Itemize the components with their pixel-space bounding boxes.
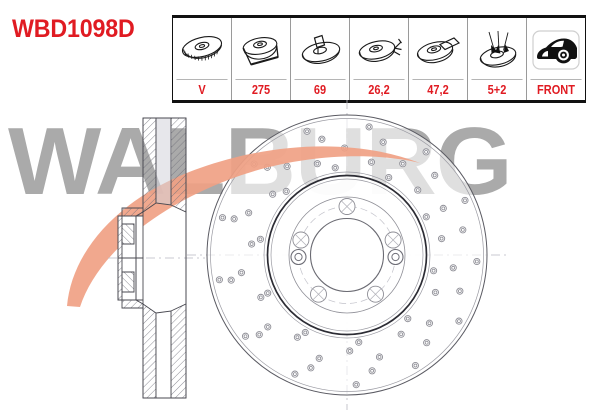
vented-disc-icon [173, 18, 231, 79]
spec-value: 26,2 [353, 79, 405, 100]
disc-height-icon [291, 18, 349, 79]
spec-value: 47,2 [412, 79, 464, 100]
friction-ring-inner [263, 171, 431, 339]
spec-cell-number-of-holes: 5+2 [468, 18, 527, 100]
spec-cell-centre-bore: 47,2 [409, 18, 468, 100]
spec-cell-outer-diameter: 275 [232, 18, 291, 100]
spec-cell-disc-type: V [173, 18, 232, 100]
spec-value: 5+2 [471, 79, 523, 100]
car-front-axle-icon [527, 18, 585, 79]
disc-bolt-holes-icon [468, 18, 526, 79]
hat-outer-edge-inner [270, 178, 424, 332]
spec-value: 69 [294, 79, 346, 100]
spec-cell-axle-position: FRONT [527, 18, 585, 100]
spec-value: FRONT [530, 79, 582, 100]
specification-table: V 275 [172, 15, 586, 103]
disc-outer-diameter-icon [232, 18, 290, 79]
disc-inner-diameter-icon [409, 18, 467, 79]
spec-cell-overall-height: 69 [291, 18, 350, 100]
spec-cell-disc-thickness: 26,2 [350, 18, 409, 100]
threaded-hole-group [290, 248, 404, 266]
bolt-hole-group [292, 198, 402, 303]
spec-value: V [176, 79, 228, 100]
centre-bore [309, 217, 385, 293]
disc-thickness-icon [350, 18, 408, 79]
spec-value: 275 [235, 79, 287, 100]
disc-outer-edge-inner [210, 118, 484, 392]
product-code: WBD1098D [12, 15, 135, 43]
